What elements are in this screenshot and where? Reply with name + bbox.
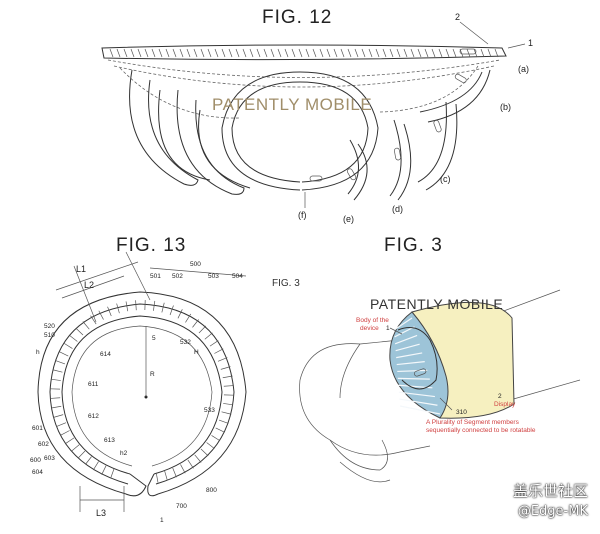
fig13-label-700: 700 bbox=[176, 503, 187, 510]
fig13-label-501: 501 bbox=[150, 273, 161, 280]
fig13-label-532: 532 bbox=[180, 339, 191, 346]
fig13-label-601: 601 bbox=[32, 425, 43, 432]
fig13-label-h: h bbox=[36, 349, 40, 356]
fig13-group: FIG. 13 L1 L2 L3 500 bbox=[30, 235, 247, 524]
fig13-label-800: 800 bbox=[206, 487, 217, 494]
fig13-label-602: 602 bbox=[38, 441, 49, 448]
fig12-title: FIG. 12 bbox=[262, 7, 332, 28]
fig3-label-display: Display bbox=[494, 401, 516, 408]
watermark-patently-mobile: PATENTLY MOBILE bbox=[212, 95, 372, 114]
fig13-label-H: H bbox=[194, 349, 199, 356]
fig13-label-R: R bbox=[150, 371, 155, 378]
footer-site-watermark: 盖乐世社区 bbox=[512, 482, 588, 500]
fig12-label-2: 2 bbox=[455, 12, 460, 22]
fig3-label-segments-line1: A Plurality of Segment members bbox=[426, 419, 520, 426]
fig13-label-L3: L3 bbox=[96, 508, 106, 518]
fig13-label-500: 500 bbox=[190, 261, 201, 268]
fig13-label-600: 600 bbox=[30, 457, 41, 464]
fig12-label-b: (b) bbox=[500, 102, 511, 112]
fig13-label-611: 611 bbox=[88, 381, 99, 388]
fig13-dimensions bbox=[55, 251, 247, 512]
fig12-label-e: (e) bbox=[343, 214, 354, 224]
fig13-title: FIG. 13 bbox=[116, 235, 186, 256]
fig12-flat-strap bbox=[101, 44, 507, 61]
fig3-group: FIG. 3 PATENTLY MOBILE Body of the devic… bbox=[299, 235, 581, 483]
fig3-segment-band bbox=[389, 311, 449, 419]
fig12-label-c: (c) bbox=[440, 174, 451, 184]
watermark-patently-mobile-2: PATENTLY MOBILE bbox=[370, 296, 503, 312]
fig12-label-a: (a) bbox=[518, 64, 529, 74]
fig13-label-604: 604 bbox=[32, 469, 43, 476]
fig13-label-L2: L2 bbox=[84, 280, 94, 290]
fig13-label-510: 510 bbox=[44, 332, 55, 339]
fig13-label-h2: h2 bbox=[120, 450, 128, 457]
fig3-label-body-line2: device bbox=[360, 325, 379, 332]
fig13-label-504: 504 bbox=[232, 273, 243, 280]
fig13-label-612: 612 bbox=[88, 413, 99, 420]
fig13-label-614: 614 bbox=[100, 351, 111, 358]
fig3-label-body-line1: Body of the bbox=[356, 317, 389, 324]
fig12-label-f: (f) bbox=[298, 210, 307, 220]
fig13-label-5: 5 bbox=[152, 335, 156, 342]
fig12-label-1: 1 bbox=[528, 38, 533, 48]
fig3-small-title: FIG. 3 bbox=[272, 278, 300, 289]
fig3-label-segments-line2: sequentially connected to be rotatable bbox=[426, 427, 536, 434]
fig13-label-603: 603 bbox=[44, 455, 55, 462]
fig13-label-613: 613 bbox=[104, 437, 115, 444]
fig13-label-520: 520 bbox=[44, 323, 55, 330]
fig3-label-310: 310 bbox=[456, 409, 467, 416]
fig12-group: FIG. 12 bbox=[101, 7, 533, 224]
fig3-label-2: 2 bbox=[498, 393, 502, 400]
fig3-label-1: 1 bbox=[386, 325, 390, 332]
fig13-label-503: 503 bbox=[208, 273, 219, 280]
fig13-label-533: 533 bbox=[204, 407, 215, 414]
fig13-label-502: 502 bbox=[172, 273, 183, 280]
fig13-label-1: 1 bbox=[160, 517, 164, 524]
fig3-title: FIG. 3 bbox=[384, 235, 443, 256]
fig13-ring bbox=[37, 291, 247, 497]
fig12-label-d: (d) bbox=[392, 204, 403, 214]
fig12-bent-states bbox=[107, 59, 501, 201]
fig13-label-L1: L1 bbox=[76, 264, 86, 274]
footer-handle-watermark: @Edge-MK bbox=[517, 504, 588, 519]
